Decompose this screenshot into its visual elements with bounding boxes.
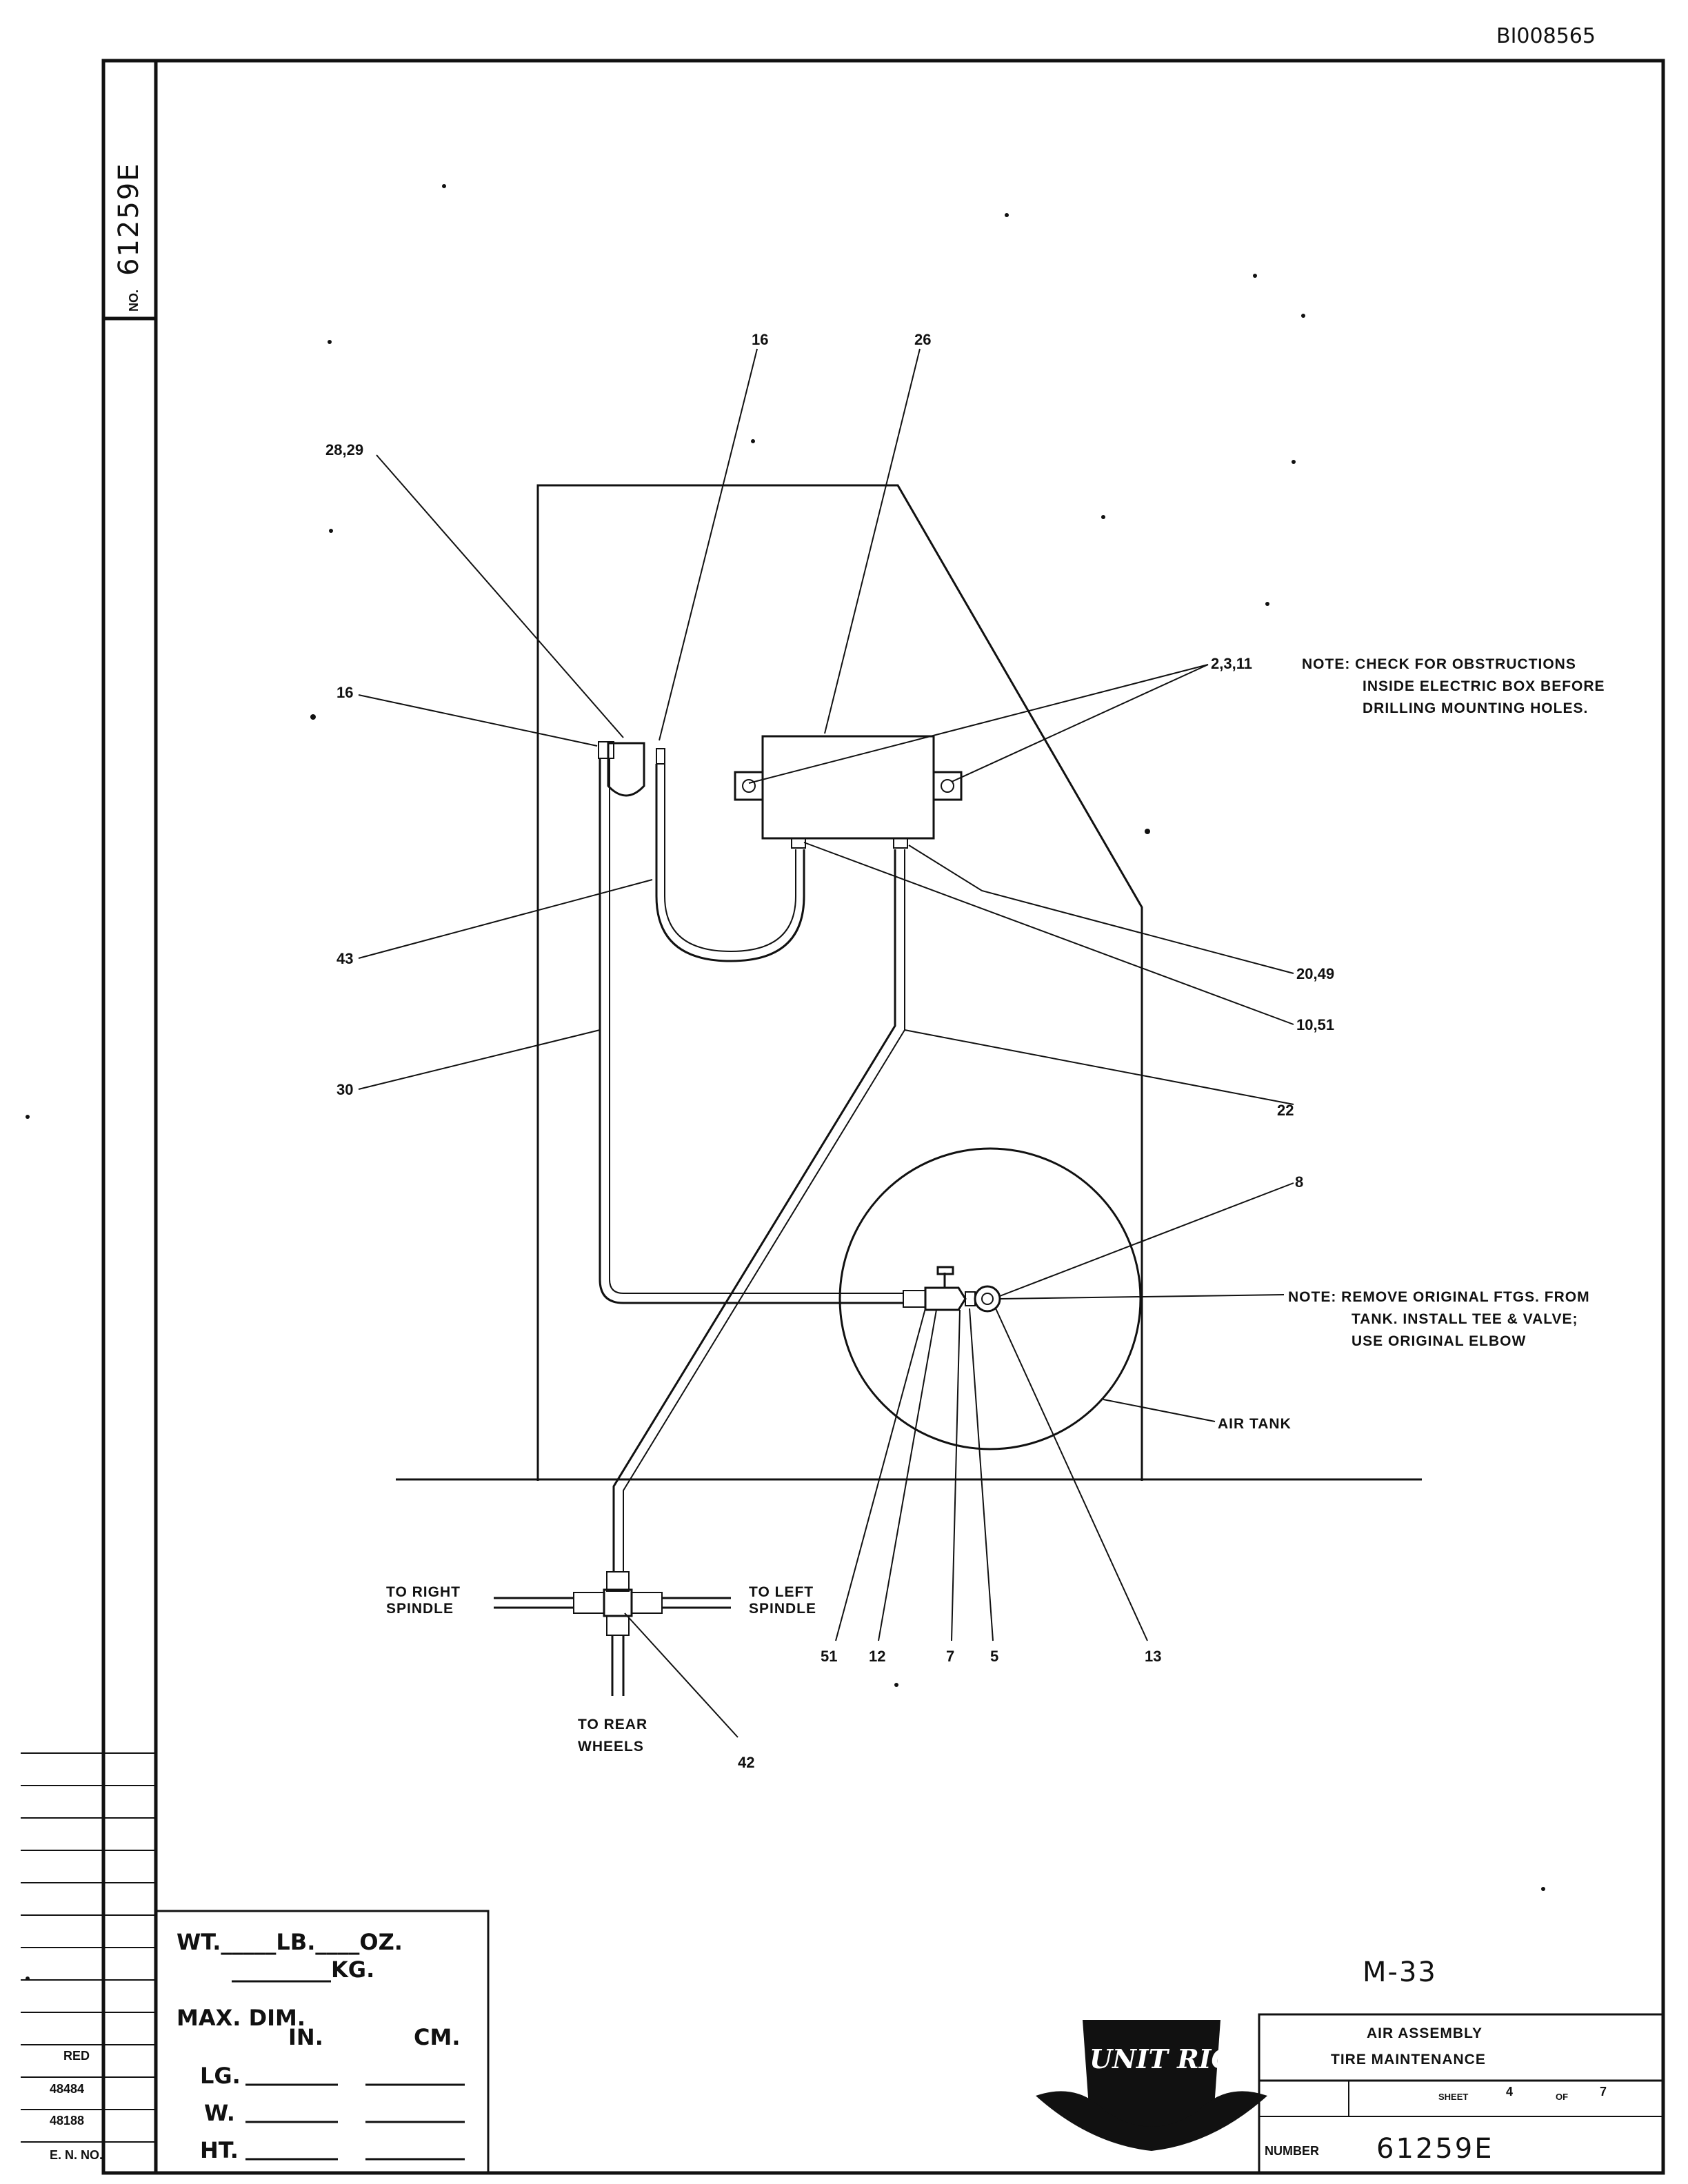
side-number: 61259E [113, 162, 145, 276]
electric-box [734, 735, 963, 849]
cross-fitting [494, 1571, 731, 1696]
callout-26: 26 [914, 331, 931, 348]
side-number-tab: 61259E NO. [101, 61, 156, 321]
svg-text:INSIDE ELECTRIC BOX BEFORE: INSIDE ELECTRIC BOX BEFORE [1363, 678, 1605, 694]
doc-id: BI008565 [1496, 24, 1596, 48]
dim-w: W. [204, 2100, 235, 2126]
dim-in: IN. [288, 2024, 323, 2050]
note-tank: NOTE: REMOVE ORIGINAL FTGS. FROM TANK. I… [1288, 1289, 1590, 1349]
callout-16-top: 16 [752, 331, 768, 348]
sheet-number: 4 [1506, 2085, 1513, 2099]
number-label: NUMBER [1265, 2144, 1319, 2158]
svg-text:TANK. INSTALL TEE & VALVE;: TANK. INSTALL TEE & VALVE; [1352, 1311, 1578, 1327]
callout-20-49: 20,49 [1296, 965, 1334, 982]
svg-text:DRILLING MOUNTING HOLES.: DRILLING MOUNTING HOLES. [1363, 700, 1588, 716]
svg-text:TO LEFT: TO LEFT [749, 1584, 814, 1600]
callout-51: 51 [821, 1648, 837, 1665]
hose-43 [655, 764, 805, 962]
air-tank [838, 1147, 1142, 1450]
callout-30: 30 [336, 1081, 353, 1098]
title-block: AIR ASSEMBLY TIRE MAINTENANCE SHEET 4 OF… [1258, 2013, 1665, 2174]
side-prefix: NO. [127, 290, 141, 312]
rev-red: RED [63, 2049, 90, 2063]
svg-text:WHEELS: WHEELS [578, 1739, 644, 1755]
tube-30 [599, 758, 903, 1304]
dim-lg: LG. [200, 2063, 241, 2089]
title-line-1: AIR ASSEMBLY [1367, 2025, 1483, 2041]
dim-cm: CM. [414, 2024, 460, 2050]
callout-42: 42 [738, 1754, 754, 1771]
weight-dimension-block: WT._____LB.____OZ. _________KG. MAX. DIM… [154, 1910, 490, 2174]
rev-1: 48484 [50, 2082, 84, 2096]
callout-43: 43 [336, 950, 353, 967]
panel-outline [536, 484, 1143, 1481]
dim-ht: HT. [200, 2137, 239, 2163]
to-left-spindle-label: TO LEFT SPINDLE [749, 1584, 816, 1617]
leader-lines [358, 348, 1294, 1738]
callout-10-51: 10,51 [1296, 1016, 1334, 1033]
callout-12: 12 [869, 1648, 885, 1665]
air-tank-label: AIR TANK [1218, 1416, 1292, 1432]
callout-7: 7 [946, 1648, 954, 1665]
sheet-label: SHEET [1438, 2092, 1468, 2102]
callout-28-29: 28,29 [325, 441, 363, 458]
sheet-total: 7 [1600, 2085, 1607, 2099]
to-rear-wheels-label: TO REAR WHEELS [578, 1717, 647, 1755]
callout-13: 13 [1145, 1648, 1161, 1665]
callout-2-3-11: 2,3,11 [1211, 655, 1252, 672]
note-electric-box: NOTE: CHECK FOR OBSTRUCTIONS INSIDE ELEC… [1302, 656, 1605, 716]
logo-text: UNIT RIG [1089, 2043, 1234, 2074]
tube-22 [612, 849, 905, 1572]
model-number: M-33 [1363, 1957, 1437, 1988]
svg-text:SPINDLE: SPINDLE [749, 1601, 816, 1617]
callout-5: 5 [990, 1648, 998, 1665]
svg-text:NOTE: CHECK FOR OBSTRUCTIONS: NOTE: CHECK FOR OBSTRUCTIONS [1302, 656, 1576, 672]
svg-text:TO RIGHT: TO RIGHT [386, 1584, 461, 1600]
callout-22: 22 [1277, 1102, 1294, 1119]
drawing-border [101, 59, 1665, 2175]
gladhand-fitting [598, 741, 665, 797]
revision-lines [21, 1752, 156, 2143]
rev-en-no: E. N. NO. [50, 2148, 103, 2162]
specks [26, 184, 1545, 1981]
svg-text:USE ORIGINAL ELBOW: USE ORIGINAL ELBOW [1352, 1333, 1526, 1349]
svg-text:NOTE: REMOVE ORIGINAL FTGS. F: NOTE: REMOVE ORIGINAL FTGS. FROM [1288, 1289, 1590, 1305]
drawing-number: 61259E [1376, 2133, 1494, 2165]
callout-16-left: 16 [336, 684, 353, 701]
rev-2: 48188 [50, 2114, 84, 2127]
to-right-spindle-label: TO RIGHT SPINDLE [386, 1584, 461, 1617]
kg-line: _________KG. [232, 1957, 374, 1983]
unit-rig-logo: UNIT RIG [1036, 2020, 1267, 2151]
svg-text:SPINDLE: SPINDLE [386, 1601, 454, 1617]
of-label: OF [1556, 2092, 1568, 2102]
wt-line: WT._____LB.____OZ. [177, 1929, 403, 1955]
svg-text:TO REAR: TO REAR [578, 1717, 647, 1732]
tank-tee-valve [903, 1266, 1001, 1313]
max-dim: MAX. DIM. [177, 2005, 305, 2031]
callout-8: 8 [1295, 1173, 1303, 1191]
title-line-2: TIRE MAINTENANCE [1331, 2052, 1486, 2067]
